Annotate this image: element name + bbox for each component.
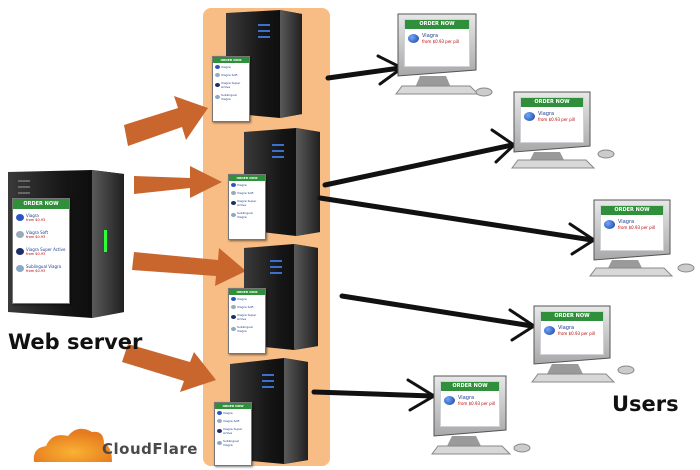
- ad-item-name: Viagra: [237, 183, 247, 187]
- cache-ad-card-3: ORDER NOW Viagra Viagra Soft Viagra Supe…: [228, 288, 266, 354]
- ad-header: ORDER NOW: [521, 98, 583, 107]
- cache-ad-card-1: ORDER NOW Viagra Viagra Soft Viagra Supe…: [212, 56, 250, 122]
- ad-header: ORDER NOW: [213, 57, 249, 63]
- arrow-2: [134, 166, 222, 198]
- ad-header: ORDER NOW: [541, 312, 603, 321]
- ad-item-name: Viagra Soft: [26, 230, 49, 235]
- cache-ad-card-2: ORDER NOW Viagra Viagra Soft Viagra Supe…: [228, 174, 266, 240]
- cloudflare-logo-text: CloudFlare: [102, 440, 198, 458]
- ad-item-name: Sublingual Viagra: [237, 325, 253, 333]
- ad-item: Viagra Super Active from $0.93: [13, 243, 69, 260]
- web-server-label: Web server: [8, 330, 143, 354]
- pill-icon: [444, 396, 455, 405]
- black-arrow-2: [322, 128, 517, 188]
- arrow-3: [132, 248, 246, 286]
- pill-icon: [408, 34, 419, 43]
- black-arrow-1: [325, 54, 405, 86]
- ad-header: ORDER NOW: [229, 289, 265, 295]
- ad-header: ORDER NOW: [405, 20, 469, 29]
- ad-product: Viagra: [558, 325, 575, 331]
- ad-item-name: Sublingual Viagra: [237, 211, 253, 219]
- black-arrow-3: [317, 195, 597, 256]
- ad-item: Viagra Soft from $0.93: [13, 226, 69, 243]
- ad-product: Viagra: [422, 33, 439, 39]
- ad-item-name: Sublingual Viagra: [223, 439, 239, 447]
- black-arrow-5: [311, 378, 437, 412]
- ad-item-price: from $0.93: [26, 218, 46, 222]
- arrow-4: [122, 344, 216, 392]
- ad-header: ORDER NOW: [215, 403, 251, 409]
- ad-item-price: from $0.93: [26, 235, 46, 239]
- ad-item-name: Viagra Super Active: [237, 199, 257, 207]
- ad-item: Sublingual Viagra from $0.93: [13, 260, 69, 277]
- ad-price: from $0.93 per pill: [458, 401, 496, 406]
- cloudflare-logo-icon: [33, 428, 112, 462]
- ad-item-name: Viagra: [223, 411, 233, 415]
- ad-price: from $0.93 per pill: [422, 39, 460, 44]
- ad-item-price: from $0.93: [26, 252, 46, 256]
- ad-price: from $0.93 per pill: [558, 331, 596, 336]
- arrow-1: [124, 96, 208, 146]
- ad-item-name: Sublingual Viagra: [26, 264, 62, 269]
- ad-header: ORDER NOW: [13, 199, 69, 209]
- ad-item-name: Viagra Super Active: [221, 81, 241, 89]
- black-arrow-4: [339, 293, 537, 342]
- ad-header: ORDER NOW: [229, 175, 265, 181]
- pill-icon: [544, 326, 555, 335]
- cache-ad-card-4: ORDER NOW Viagra Viagra Soft Viagra Supe…: [214, 402, 252, 466]
- ad-product: Viagra: [538, 111, 555, 117]
- ad-item-name: Viagra Super Active: [223, 427, 243, 435]
- ad-product: Viagra: [618, 219, 635, 225]
- pill-icon: [604, 220, 615, 229]
- ad-header: ORDER NOW: [441, 382, 499, 391]
- ad-item-name: Viagra Super Active: [26, 247, 66, 252]
- ad-item-name: Viagra Super Active: [237, 313, 257, 321]
- ad-item: Viagra from $0.93: [13, 209, 69, 226]
- ad-item-name: Viagra: [26, 213, 39, 218]
- web-server-ad-card: ORDER NOW Viagra from $0.93 Viagra Soft …: [12, 198, 70, 304]
- pill-icon: [524, 112, 535, 121]
- ad-header: ORDER NOW: [601, 206, 663, 215]
- ad-item-name: Sublingual Viagra: [221, 93, 237, 101]
- request-arrows: [122, 96, 246, 392]
- ad-item-name: Viagra Soft: [223, 419, 240, 423]
- ad-item-name: Viagra: [237, 297, 247, 301]
- ad-item-name: Viagra: [221, 65, 231, 69]
- ad-price: from $0.93 per pill: [618, 225, 656, 230]
- users-label: Users: [612, 392, 679, 416]
- ad-product: Viagra: [458, 395, 475, 401]
- server-power-light: [104, 230, 107, 252]
- ad-item-name: Viagra Soft: [237, 191, 254, 195]
- ad-item-name: Viagra Soft: [221, 73, 238, 77]
- ad-item-price: from $0.93: [26, 269, 46, 273]
- ad-item-name: Viagra Soft: [237, 305, 254, 309]
- ad-price: from $0.93 per pill: [538, 117, 576, 122]
